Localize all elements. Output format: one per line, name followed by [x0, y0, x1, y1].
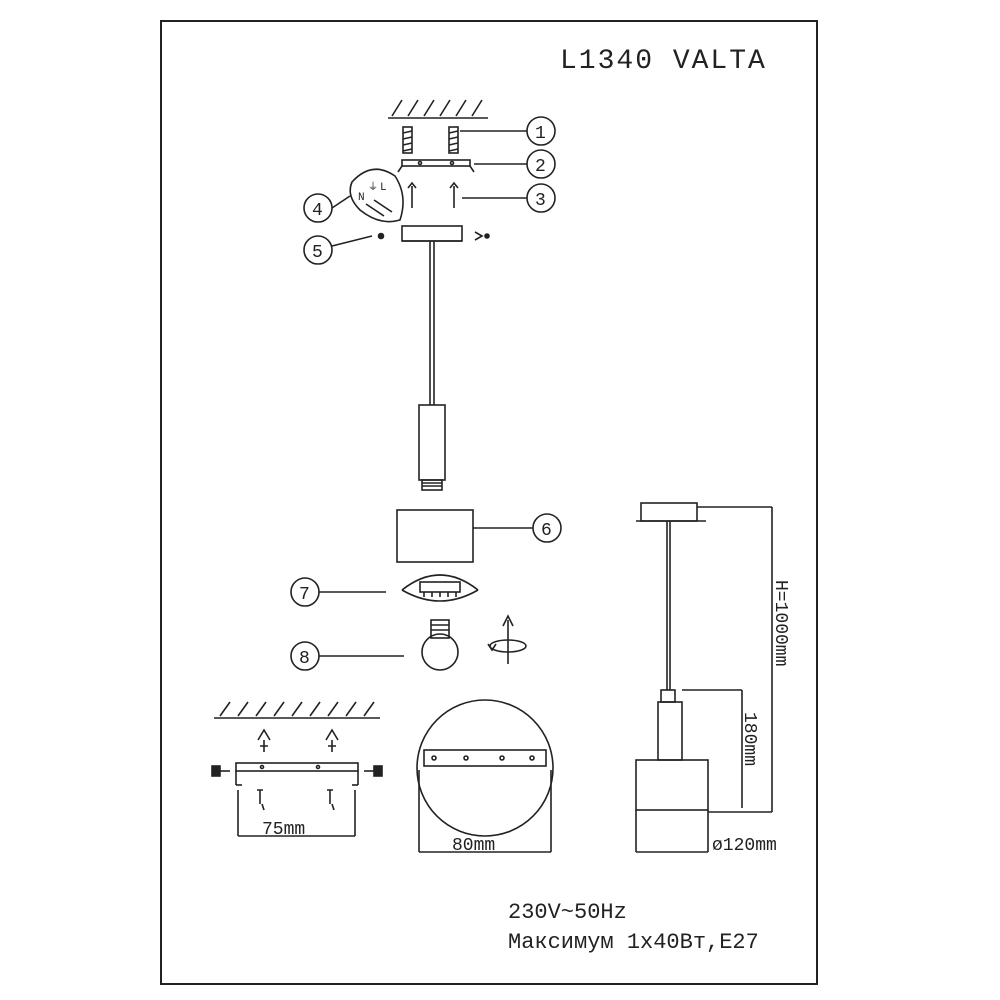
- bracket-detail: [211, 701, 383, 837]
- mounting-bracket: [397, 159, 475, 173]
- callout-3: 3: [462, 183, 556, 213]
- callout-8: 8: [290, 641, 404, 671]
- callout-1: 1: [460, 116, 556, 146]
- height-total-label: H=1000mm: [770, 580, 790, 666]
- svg-text:5: 5: [312, 243, 323, 263]
- bracket-width-label: 75mm: [262, 820, 305, 840]
- callout-6: 6: [473, 513, 562, 543]
- shade-height-label: 180mm: [739, 712, 759, 766]
- svg-text:3: 3: [535, 191, 546, 211]
- rotate-arrow: [487, 614, 527, 664]
- svg-text:1: 1: [535, 124, 546, 144]
- spec-voltage: 230V~50Hz: [508, 900, 627, 925]
- product-title: L1340 VALTA: [560, 46, 767, 77]
- terminal-earth-label: ⏚: [368, 181, 378, 194]
- canopy-base-detail: [416, 699, 554, 853]
- svg-text:2: 2: [535, 157, 546, 177]
- ceiling-hatch-top: [388, 99, 488, 119]
- svg-text:7: 7: [299, 585, 310, 605]
- callout-2: 2: [474, 149, 556, 179]
- side-elevation: [635, 502, 773, 853]
- callout-7: 7: [290, 577, 386, 607]
- canopy-set-screws: [377, 231, 490, 241]
- sheet-border: [160, 20, 818, 985]
- suspension-cord: [429, 241, 435, 405]
- wall-plugs: [402, 126, 459, 154]
- canopy-diameter-label: 80mm: [452, 836, 495, 856]
- callout-5: 5: [303, 235, 373, 265]
- svg-text:4: 4: [312, 201, 323, 221]
- terminal-neutral-label: N: [358, 192, 365, 204]
- shade-ring: [401, 574, 479, 602]
- svg-text:8: 8: [299, 649, 310, 669]
- shade-diameter-label: ø120mm: [712, 836, 777, 856]
- canopy: [401, 225, 463, 242]
- callout-4: 4: [303, 193, 351, 223]
- shade-part: [396, 509, 474, 563]
- terminal-block: N ⏚ L: [349, 168, 404, 223]
- light-bulb: [421, 619, 459, 671]
- svg-text:6: 6: [541, 521, 552, 541]
- spec-power: Максимум 1x40Вт,E27: [508, 930, 759, 955]
- terminal-live-label: L: [380, 182, 387, 194]
- bracket-screws: [407, 181, 459, 208]
- lamp-holder: [418, 404, 446, 491]
